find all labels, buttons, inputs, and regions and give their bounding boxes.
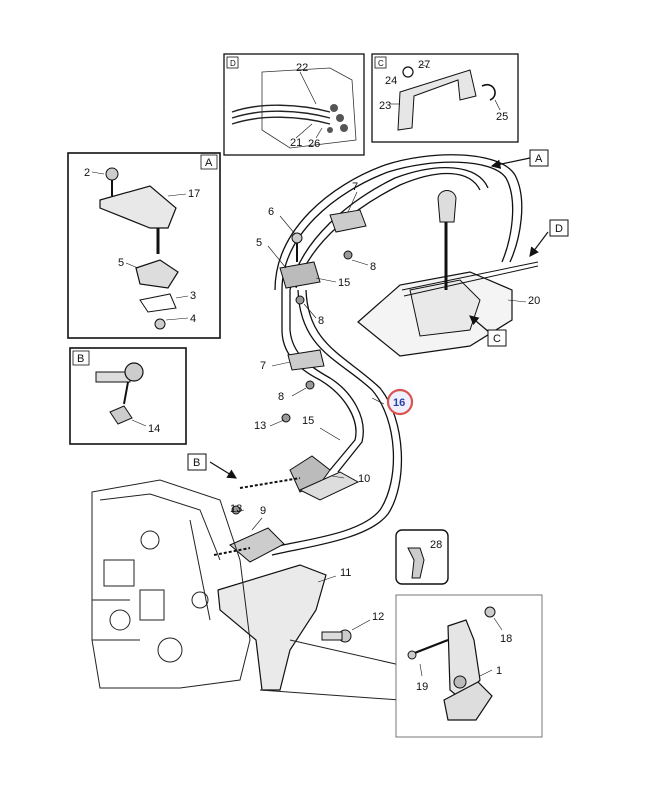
callout-5b: 5 xyxy=(256,237,262,249)
callout-18: 18 xyxy=(500,633,512,645)
callout-20: 20 xyxy=(528,295,540,307)
callout-13b: 13 xyxy=(230,503,242,515)
callout-1: 1 xyxy=(496,665,502,677)
callout-9: 9 xyxy=(260,505,266,517)
callout-15a: 15 xyxy=(338,277,350,289)
callout-8c: 8 xyxy=(278,391,284,403)
callout-3: 3 xyxy=(190,290,196,302)
callout-7b: 7 xyxy=(260,360,266,372)
cable-clips xyxy=(279,209,367,390)
detail-c-inset: C 27 24 23 25 xyxy=(371,53,519,143)
arrow-tag-c: C xyxy=(493,333,501,345)
part-28-inset: 28 xyxy=(395,529,449,585)
detail-arrows xyxy=(209,157,549,479)
arrow-tag-b: B xyxy=(193,457,200,469)
detail-d-inset: D 22 21 26 xyxy=(223,53,365,156)
callout-8a: 8 xyxy=(370,261,376,273)
callout-5a: 5 xyxy=(118,257,124,269)
callout-2: 2 xyxy=(84,167,90,179)
callout-12: 12 xyxy=(372,611,384,623)
callout-11: 11 xyxy=(340,567,351,579)
callout-13a: 13 xyxy=(254,420,266,432)
callout-15b: 15 xyxy=(302,415,314,427)
lever-detail-inset: 18 19 1 xyxy=(395,594,543,738)
callout-19: 19 xyxy=(416,681,428,693)
arrow-tag-a: A xyxy=(535,153,543,165)
detail-a-tag: A xyxy=(205,157,213,169)
callout-21: 21 xyxy=(290,137,302,149)
callout-26: 26 xyxy=(308,138,320,150)
gear-shifter xyxy=(357,190,539,357)
callout-16: 16 xyxy=(393,397,405,409)
callout-22: 22 xyxy=(296,62,308,74)
callout-24: 24 xyxy=(385,75,397,87)
detail-b-inset: B 14 xyxy=(69,347,187,445)
detail-d-tag: D xyxy=(230,59,236,68)
callout-17: 17 xyxy=(188,188,200,200)
detail-c-tag: C xyxy=(378,59,384,68)
callout-8b: 8 xyxy=(318,315,324,327)
callout-23: 23 xyxy=(379,100,391,112)
detail-b-tag: B xyxy=(77,353,84,365)
arrow-tag-d: D xyxy=(555,223,563,235)
callout-10: 10 xyxy=(358,473,370,485)
bolt-12 xyxy=(321,629,352,643)
cable-assembly xyxy=(269,154,523,556)
callout-28: 28 xyxy=(430,539,442,551)
callout-4: 4 xyxy=(190,313,196,325)
leader-lines xyxy=(235,191,527,631)
callout-14: 14 xyxy=(148,423,160,435)
callout-27: 27 xyxy=(418,59,430,71)
detail-a-inset: A 2 17 5 3 4 xyxy=(67,152,221,339)
transmission-housing xyxy=(91,479,401,701)
highlighted-callout-16[interactable]: 16 xyxy=(386,388,414,416)
callout-25: 25 xyxy=(496,111,508,123)
callout-7a: 7 xyxy=(352,181,358,193)
callout-6: 6 xyxy=(268,206,274,218)
